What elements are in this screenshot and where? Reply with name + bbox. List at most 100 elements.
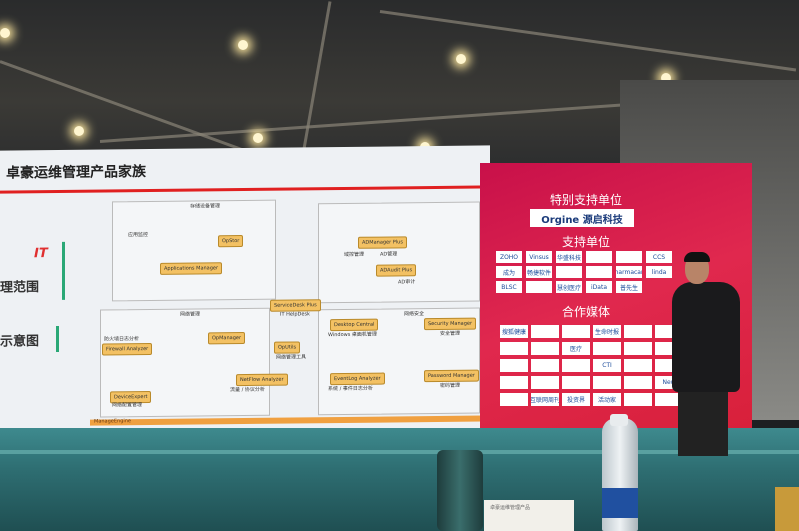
sponsor-logo: [586, 266, 612, 278]
diagram-caption: AD审计: [398, 279, 416, 286]
sponsor-logo: Pharmacare: [616, 266, 642, 278]
stage-edge: [0, 450, 799, 454]
slide-label-scope: 理范围: [0, 280, 40, 296]
sponsor-logo: 慧创医疗: [556, 281, 582, 293]
sponsor-logo: CTI: [593, 359, 621, 372]
product-box: EventLog Analyzer: [330, 372, 385, 386]
sponsor-logo: [526, 281, 552, 293]
sponsor-logo: [593, 376, 621, 389]
product-box: ServiceDesk Plus: [270, 299, 321, 312]
ceiling-beam: [379, 10, 797, 72]
sponsor-logo: 搜狐健康: [500, 325, 528, 338]
slide-footer-bar: [90, 415, 482, 426]
slide-label-diagram: 示意图: [0, 334, 40, 350]
ceiling-lamp: [456, 54, 466, 64]
sponsor-logo: [616, 251, 642, 263]
speaker-hair: [684, 252, 710, 262]
media-heading: 合作媒体: [561, 305, 610, 319]
ceiling-lamp: [253, 133, 263, 143]
sponsor-logo: [624, 376, 652, 389]
diagram-panel: [112, 199, 276, 302]
sponsor-logo: 普先生: [616, 281, 642, 293]
sponsor-logo: [500, 393, 528, 406]
table-sign: [775, 487, 799, 531]
manageengine-logo: ManageEngine: [94, 418, 131, 425]
special-sponsor-logo: Orgine 源启科技: [530, 209, 634, 227]
ceiling-lamp: [0, 28, 10, 38]
sponsor-logo: [624, 359, 652, 372]
product-box: OpUtils: [274, 341, 301, 354]
sponsor-logo: ZOHO: [496, 251, 522, 263]
sponsor-logo: 互联网周刊: [531, 393, 559, 406]
sponsor-logo: [624, 325, 652, 338]
green-divider: [62, 241, 65, 300]
thermos-cup: [437, 450, 483, 531]
sponsor-logo: CCS: [646, 251, 672, 263]
product-box: ADManager Plus: [358, 236, 407, 249]
support-heading: 支持单位: [561, 235, 610, 249]
ceiling-lamp: [661, 73, 671, 83]
diagram-caption: 域控管理: [344, 251, 365, 258]
sponsor-logo: [500, 359, 528, 372]
special-support-heading: 特别支持单位: [549, 193, 622, 207]
product-box: Desktop Central: [330, 318, 379, 332]
product-box: Firewall Analyzer: [102, 342, 153, 356]
product-box: Applications Manager: [160, 262, 223, 275]
sponsor-logo: [531, 325, 559, 338]
product-box: OpStor: [218, 235, 244, 248]
product-box: NetFlow Analyzer: [236, 373, 288, 387]
diagram-caption: 密码管理: [440, 382, 461, 389]
sponsor-logo: 成为: [496, 266, 522, 278]
sponsor-logo: BLSC: [496, 281, 522, 293]
diagram-caption: 网络管理工具: [276, 354, 307, 361]
sponsor-logo: [562, 359, 590, 372]
speaker-legs: [678, 388, 728, 456]
green-divider: [56, 325, 59, 352]
sponsor-logo: 医疗: [562, 342, 590, 355]
bottle-cap: [610, 414, 628, 426]
name-card: [484, 500, 574, 531]
sponsor-logo: 华盛科技: [556, 251, 582, 263]
diagram-caption: 应用监控: [128, 232, 149, 239]
sponsor-logo: [500, 342, 528, 355]
diagram-caption: 流量 / 协议分析: [230, 386, 265, 394]
diagram-caption: 安全管理: [440, 330, 461, 337]
sponsor-logo: [562, 325, 590, 338]
product-box: Password Manager: [424, 369, 479, 383]
stage: [0, 428, 799, 531]
diagram-caption: 网络安全: [404, 311, 425, 318]
projected-slide: 卓豪运维管理产品家族 IT 理范围 示意图 OpStor Application…: [0, 145, 490, 443]
diagram-caption: Windows 桌面机管理: [328, 331, 377, 339]
sponsor-logo: [624, 393, 652, 406]
sponsor-logo: 投资界: [562, 393, 590, 406]
name-card-text: 卓豪运维管理产品: [490, 505, 531, 511]
sponsor-logo: [531, 376, 559, 389]
sponsor-logo: 生命时报: [593, 325, 621, 338]
sponsor-logo: Vinsus: [526, 251, 552, 263]
diagram-caption: 存储设备管理: [190, 203, 221, 210]
diagram-caption: 系统 / 事件日志分析: [328, 385, 373, 393]
product-box: OpManager: [208, 331, 246, 345]
ceiling-lamp: [74, 126, 84, 136]
diagram-caption: IT HelpDesk: [280, 311, 310, 318]
diagram-caption: 网络管理: [180, 311, 201, 318]
sponsor-logo: [593, 342, 621, 355]
sponsor-logo: [562, 376, 590, 389]
ceiling-lamp: [238, 40, 248, 50]
slide-label-it: IT: [34, 246, 48, 262]
ceiling-beam: [99, 98, 699, 143]
speaker: [672, 282, 740, 392]
sponsor-logo: [531, 342, 559, 355]
title-underline: [0, 185, 490, 194]
sponsor-logo: [500, 376, 528, 389]
sponsor-logo: iData: [586, 281, 612, 293]
sponsor-logo: 畅捷软件: [526, 266, 552, 278]
slide-title: 卓豪运维管理产品家族: [6, 164, 146, 182]
sponsor-logo: [556, 266, 582, 278]
sponsor-logo: 活动家: [593, 393, 621, 406]
product-box: ADAudit Plus: [376, 264, 417, 277]
diagram-caption: 防火墙日志分析: [104, 336, 140, 343]
sponsor-logo: [624, 342, 652, 355]
diagram-caption: 网络配置管理: [112, 402, 143, 409]
diagram-caption: AD管理: [380, 251, 398, 258]
